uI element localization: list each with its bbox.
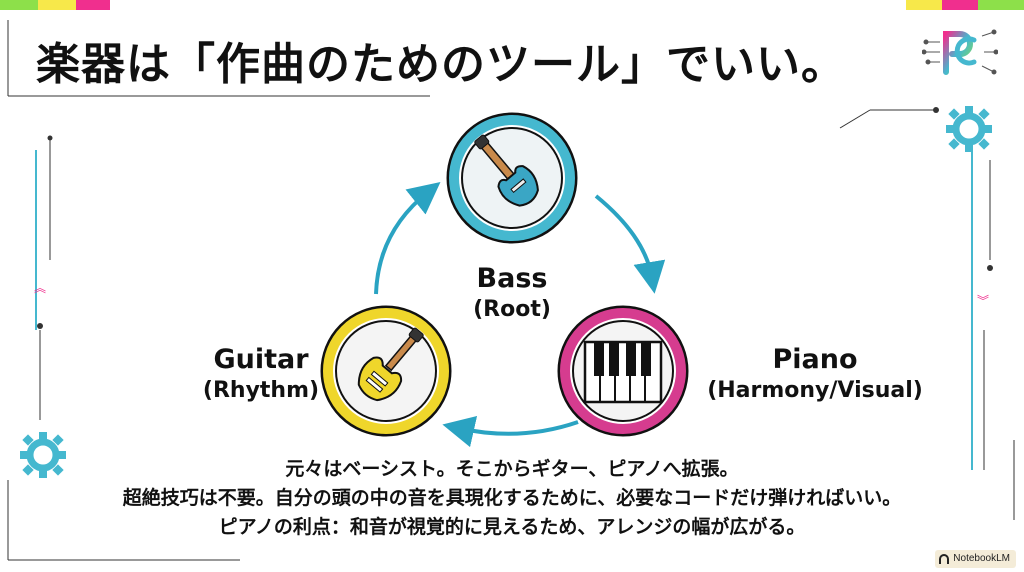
- gear-icon: [20, 432, 66, 478]
- electric-guitar-icon: [357, 327, 424, 402]
- arrow-piano-to-guitar: [442, 415, 579, 448]
- piano-name: Piano: [772, 344, 858, 375]
- svg-text:︾: ︾: [977, 294, 989, 308]
- gear-icon: [946, 106, 992, 152]
- description-line: 超絶技巧は不要。自分の頭の中の音を具現化するために、必要なコードだけ弾ければいい…: [122, 487, 902, 509]
- brand-logo: [922, 29, 998, 75]
- page-title: 楽器は「作曲のためのツール」でいい。: [36, 39, 846, 90]
- guitar-node: [320, 305, 452, 437]
- bass-role: (Root): [473, 297, 551, 322]
- top-right-color-bar-yellow: [906, 0, 942, 10]
- notebooklm-badge: NotebookLM: [935, 550, 1016, 568]
- guitar-label: Guitar (Rhythm): [196, 343, 326, 405]
- svg-text:︽: ︽: [34, 281, 46, 295]
- arrow-bass-to-piano: [594, 194, 666, 294]
- bass-label: Bass (Root): [452, 262, 572, 324]
- description-text: 元々はベーシスト。そこからギター、ピアノへ拡張。 超絶技巧は不要。自分の頭の中の…: [0, 455, 1024, 542]
- guitar-role: (Rhythm): [202, 378, 320, 403]
- bass-guitar-icon: [474, 134, 539, 207]
- piano-node: [557, 305, 689, 437]
- top-left-color-bar-yellow: [38, 0, 76, 10]
- piano-keys-icon: [583, 340, 663, 404]
- piano-role: (Harmony/Visual): [707, 378, 923, 403]
- top-left-color-bar-green: [0, 0, 38, 10]
- description-line: ピアノの利点：和音が視覚的に見えるため、アレンジの幅が広がる。: [218, 516, 806, 538]
- piano-label: Piano (Harmony/Visual): [700, 343, 930, 405]
- notebook-icon: [939, 554, 950, 564]
- guitar-name: Guitar: [213, 344, 309, 375]
- badge-label: NotebookLM: [953, 553, 1010, 564]
- bass-node: [446, 112, 578, 244]
- top-right-color-bar-pink: [942, 0, 978, 10]
- top-left-color-bar-pink: [76, 0, 110, 10]
- bass-name: Bass: [476, 263, 548, 294]
- description-line: 元々はベーシスト。そこからギター、ピアノへ拡張。: [285, 458, 739, 480]
- top-right-color-bar-green: [978, 0, 1024, 10]
- arrow-guitar-to-bass: [374, 182, 441, 295]
